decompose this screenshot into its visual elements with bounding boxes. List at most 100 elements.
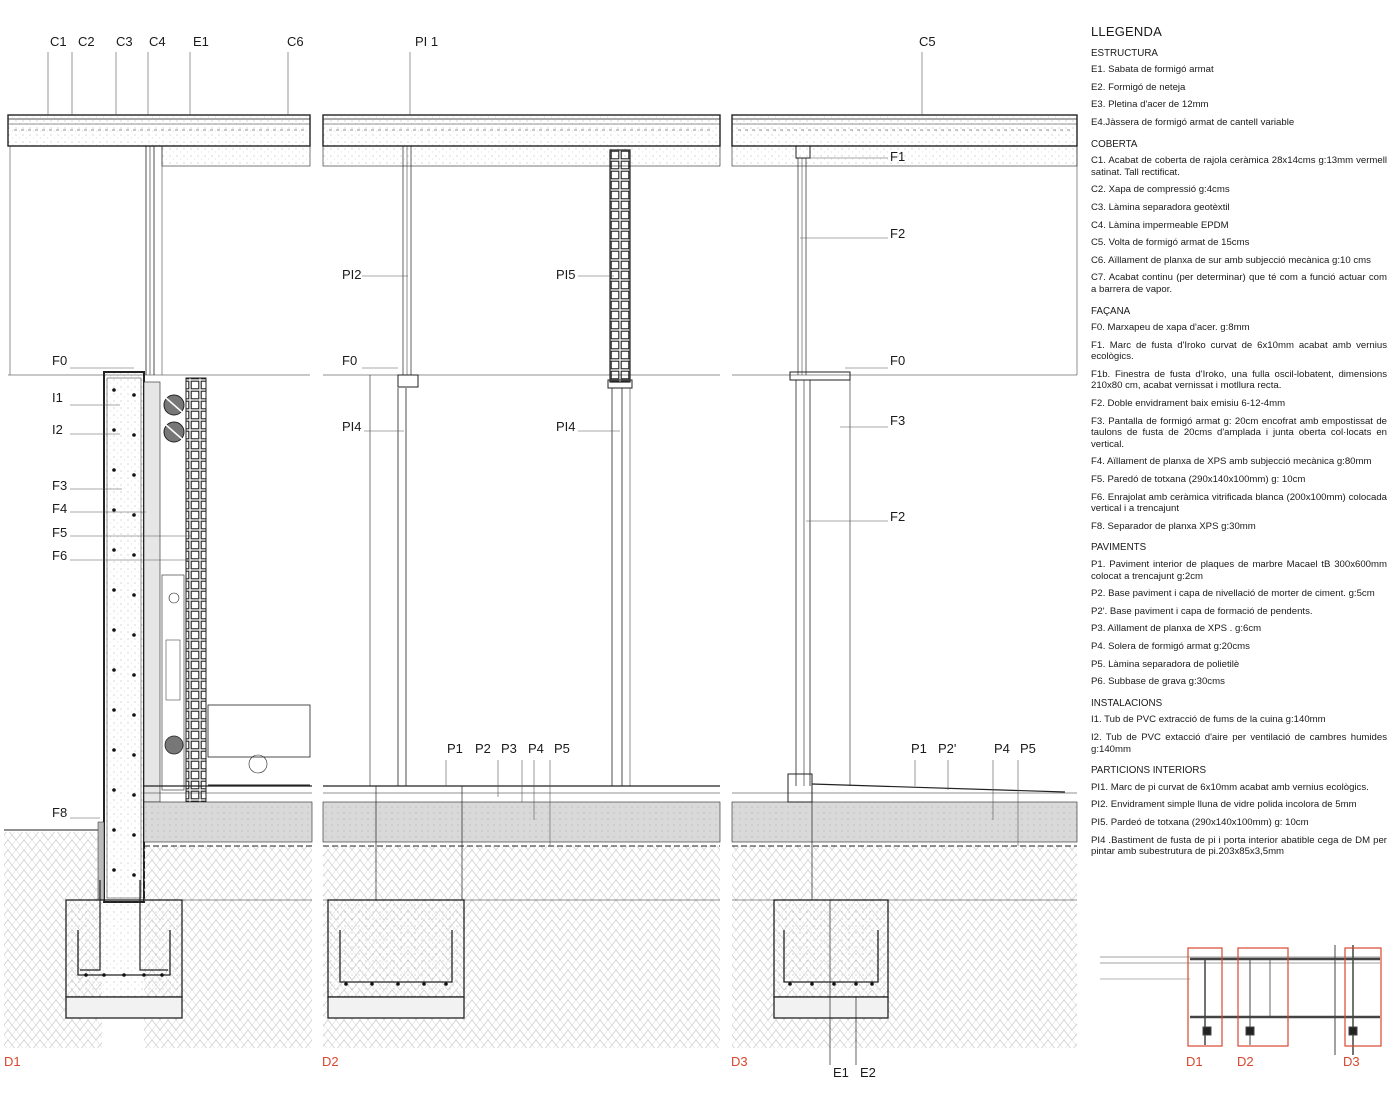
legend-item: F1b. Finestra de fusta d'Iroko, una full… (1091, 368, 1387, 392)
legend-item: I1. Tub de PVC extracció de fums de la c… (1091, 714, 1326, 726)
label-c6: C6 (287, 34, 304, 49)
label-f0: F0 (52, 353, 68, 368)
rebar-d1 (112, 388, 136, 877)
label-pi4-left: PI4 (342, 419, 362, 434)
label-f0-d3: F0 (890, 353, 906, 368)
legend-item: C4. Làmina impermeable EPDM (1091, 219, 1229, 231)
legend-item: PI4 .Bastiment de fusta de pi i porta in… (1091, 834, 1387, 858)
legend-section-heading: COBERTA (1091, 138, 1138, 150)
legend-item: C7. Acabat continu (per determinar) que … (1091, 272, 1387, 295)
label-c1: C1 (50, 34, 67, 49)
label-f4: F4 (52, 501, 68, 516)
legend: LLEGENDA ESTRUCTURA E1. Sabata de formigó… (1091, 24, 1387, 864)
label-e1: E1 (193, 34, 209, 49)
label-f3: F3 (52, 478, 68, 493)
legend-section-heading: PARTICIONS INTERIORS (1091, 765, 1207, 777)
legend-title: LLEGENDA (1091, 24, 1162, 39)
legend-section-heading: ESTRUCTURA (1091, 47, 1158, 59)
legend-section-heading: PAVIMENTS (1091, 542, 1147, 554)
wall-d1 (103, 146, 311, 903)
label-p1: P1 (447, 741, 463, 756)
label-f2-bottom: F2 (890, 509, 906, 524)
legend-item: F8. Separador de planxa XPS g:30mm (1091, 520, 1256, 532)
label-e1-d3: E1 (833, 1065, 849, 1080)
roof-d3 (731, 114, 1078, 376)
label-c2: C2 (78, 34, 95, 49)
roof-d2 (322, 114, 721, 376)
legend-item: F5. Paredó de totxana (290x140x100mm) g:… (1091, 474, 1306, 486)
legend-item: C2. Xapa de compressió g:4cms (1091, 184, 1230, 196)
label-f2-top: F2 (890, 226, 906, 241)
footing-d2 (327, 899, 465, 1019)
legend-item: P4. Solera de formigó armat g:20cms (1091, 640, 1250, 652)
key-plan: D1 D2 D3 (1100, 945, 1382, 1069)
label-f1: F1 (890, 149, 906, 164)
section-label-d3: D3 (731, 1054, 748, 1069)
roof-d1 (7, 114, 311, 376)
legend-item: PI1. Marc de pi curvat de 6x10mm acabat … (1091, 781, 1369, 793)
legend-item: C1. Acabat de coberta de rajola ceràmica… (1091, 155, 1387, 178)
partitions-d2 (369, 146, 633, 900)
label-i2: I2 (52, 422, 63, 437)
label-f0-d2: F0 (342, 353, 358, 368)
legend-item: PI2. Envidrament simple lluna de vidre p… (1091, 799, 1357, 811)
label-p5: P5 (554, 741, 570, 756)
legend-item: C5. Volta de formigó armat de 15cms (1091, 237, 1250, 249)
legend-item: I2. Tub de PVC extacció d'aire per venti… (1091, 731, 1387, 755)
window-d3 (787, 145, 857, 1065)
legend-item: PI5. Pardeó de totxana (290x140x100mm) g… (1091, 816, 1309, 828)
label-f5: F5 (52, 525, 68, 540)
legend-item: C6. Aïllament de planxa de sur amb subje… (1091, 254, 1371, 266)
key-frame-d1 (1187, 947, 1223, 1047)
legend-item: P2. Base paviment i capa de nivellació d… (1091, 588, 1375, 600)
label-f6: F6 (52, 548, 68, 563)
floor-build-up (4, 783, 1078, 901)
label-pi5: PI5 (556, 267, 576, 282)
legend-item: P2'. Base paviment i capa de formació de… (1091, 605, 1313, 617)
key-label-d2: D2 (1237, 1054, 1254, 1069)
legend-item: E3. Pletina d'acer de 12mm (1091, 99, 1209, 111)
rebar-footings (84, 973, 874, 986)
footing-d3 (773, 899, 889, 1019)
label-c4: C4 (149, 34, 166, 49)
label-p4: P4 (528, 741, 544, 756)
label-p1-d3: P1 (911, 741, 927, 756)
label-i1: I1 (52, 390, 63, 405)
key-label-d1: D1 (1186, 1054, 1203, 1069)
legend-item: P5. Làmina separadora de polietilè (1091, 658, 1240, 670)
legend-item: F3. Pantalla de formigó armat g: 20cm en… (1091, 415, 1387, 450)
label-c5: C5 (919, 34, 936, 49)
legend-item: C3. Làmina separadora geotèxtil (1091, 201, 1230, 213)
label-c3: C3 (116, 34, 133, 49)
legend-item: E4.Jàssera de formigó armat de cantell v… (1091, 116, 1295, 128)
legend-item: E1. Sabata de formigó armat (1091, 64, 1214, 76)
key-frame-d2 (1237, 947, 1289, 1047)
legend-item: P3. Aïllament de planxa de XPS . g:6cm (1091, 623, 1262, 635)
legend-section-heading: INSTALACIONS (1091, 697, 1163, 709)
label-p4-d3: P4 (994, 741, 1010, 756)
key-label-d3: D3 (1343, 1054, 1360, 1069)
label-p2-prime: P2' (938, 741, 957, 756)
legend-item: F2. Doble envidrament baix emisiu 6-12-4… (1091, 398, 1286, 410)
legend-section-heading: FAÇANA (1091, 305, 1131, 317)
key-frame-d3 (1344, 947, 1382, 1047)
footing-d1 (65, 880, 183, 1019)
legend-item: F6. Enrajolat amb ceràmica vitrificada b… (1091, 491, 1387, 515)
legend-item: F4. Aïllament de planxa de XPS amb subje… (1091, 456, 1372, 468)
label-pi4-right: PI4 (556, 419, 576, 434)
legend-item: F1. Marc de fusta d'Iroko curvat de 6x10… (1091, 339, 1387, 363)
construction-section-drawing (4, 52, 1078, 1065)
legend-item: P6. Subbase de grava g:30cms (1091, 676, 1225, 688)
label-f3-d3: F3 (890, 413, 906, 428)
legend-item: F0. Marxapeu de xapa d'acer. g:8mm (1091, 322, 1250, 334)
label-pi2: PI2 (342, 267, 362, 282)
section-label-d1: D1 (4, 1054, 21, 1069)
legend-item: E2. Formigó de neteja (1091, 81, 1186, 93)
label-pi1: PI 1 (415, 34, 439, 49)
section-label-d2: D2 (322, 1054, 339, 1069)
label-p3: P3 (501, 741, 517, 756)
label-e2-d3: E2 (860, 1065, 876, 1080)
label-p5-d3: P5 (1020, 741, 1036, 756)
legend-item: P1. Paviment interior de plaques de marb… (1091, 559, 1387, 582)
